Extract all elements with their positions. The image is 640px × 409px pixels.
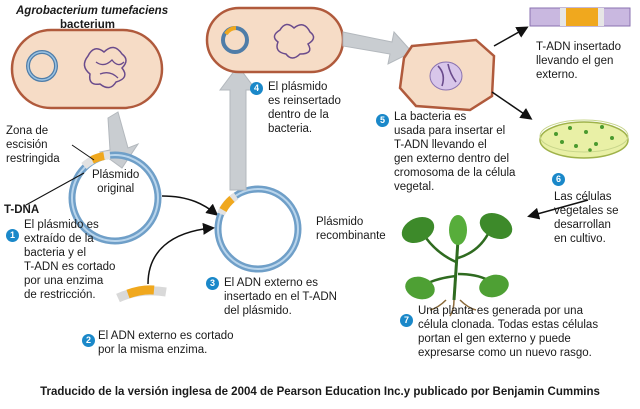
- step-5-badge: 5: [376, 114, 389, 127]
- arrow-recombinant-to-bacterium: [219, 65, 257, 191]
- bacterium-top-left: [10, 28, 164, 110]
- plant: [401, 212, 513, 317]
- plant-cell: [398, 38, 496, 112]
- arrow-foreign-to-recombinant: [147, 222, 215, 285]
- step-7-text: Una planta es generada por una célula cl…: [418, 305, 599, 359]
- step-5-text: La bacteria es usada para insertar el T-…: [394, 111, 516, 193]
- step-1-text: El plásmido es extraído de la bacteria y…: [24, 219, 116, 301]
- step-4-text: El plásmido es reinsertado dentro de la …: [268, 81, 341, 135]
- step-6-badge: 6: [552, 173, 565, 186]
- step-7-badge: 7: [400, 314, 413, 327]
- original-plasmid: [68, 151, 162, 245]
- organism-name: Agrobacterium tumefaciens: [16, 5, 169, 17]
- tdna-inserted-label: T-ADN insertado llevando el gen externo.: [536, 41, 622, 81]
- arrow-original-to-recombinant: [161, 195, 219, 216]
- step-2-text: El ADN externo es cortado por la misma e…: [98, 330, 234, 356]
- recombinant-plasmid: [214, 185, 302, 273]
- step-1-badge: 1: [6, 229, 19, 242]
- tdna-label: T-DNA: [4, 204, 40, 216]
- petri-dish: [539, 119, 629, 159]
- chromosome-with-tdna: [529, 7, 631, 27]
- foreign-dna-fragment: [116, 285, 167, 303]
- organism-kind: bacterium: [60, 19, 115, 31]
- arrow-plantcell-to-petri: [491, 91, 533, 120]
- restriction-zone-label: Zona de escisión restringida: [6, 125, 60, 165]
- step-3-text: El ADN externo es insertado en el T-ADN …: [224, 277, 337, 317]
- step-3-badge: 3: [206, 277, 219, 290]
- arrow-plantcell-to-chromosome: [493, 26, 529, 47]
- arrow-petri-to-plant: [527, 199, 589, 220]
- step-4-badge: 4: [250, 82, 263, 95]
- bacterium-title: Agrobacterium tumefaciens bacterium: [16, 4, 168, 32]
- footer-credit: Traducido de la versión inglesa de 2004 …: [40, 386, 600, 398]
- original-plasmid-label: Plásmido original: [92, 169, 140, 195]
- step-2-badge: 2: [82, 334, 95, 347]
- bacterium-top-middle: [205, 6, 345, 74]
- recombinant-plasmid-label: Plásmido recombinante: [316, 216, 386, 242]
- step-6-text: Las células vegetales se desarrollan en …: [554, 191, 619, 245]
- arrow-bacterium-to-plantcell: [342, 30, 413, 65]
